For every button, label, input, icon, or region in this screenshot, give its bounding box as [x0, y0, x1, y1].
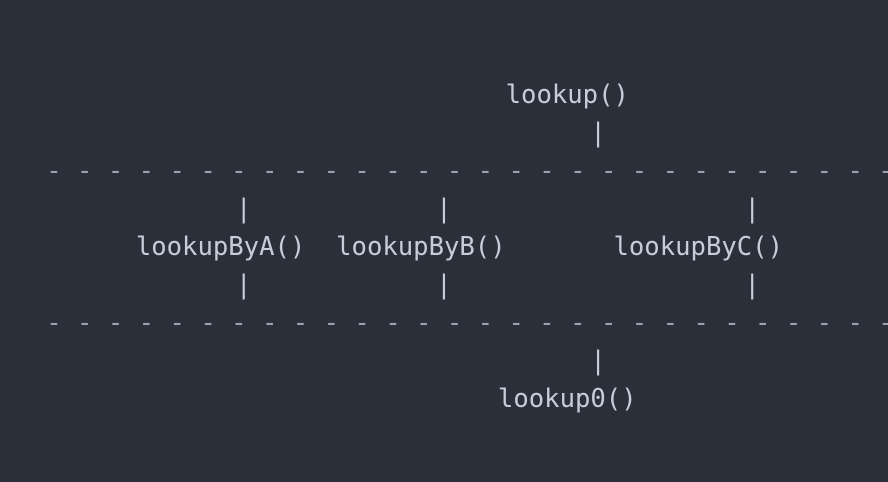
node-lookup: lookup() [259, 80, 629, 110]
connector-lookup-to-separator: | [282, 118, 606, 148]
separator-top: - - - - - - - - - - - - - - - - - - - - … [46, 156, 888, 186]
connector-separator-to-lookup0: | [282, 346, 606, 376]
nodes-lookup-by-a-b-c: lookupByA() lookupByB() lookupByC() [105, 232, 783, 262]
connectors-above-middle-nodes: | | | [128, 194, 760, 224]
connectors-below-middle-nodes: | | | [128, 270, 760, 300]
node-lookup0: lookup0() [251, 384, 637, 414]
separator-bottom: - - - - - - - - - - - - - - - - - - - - … [46, 308, 888, 338]
